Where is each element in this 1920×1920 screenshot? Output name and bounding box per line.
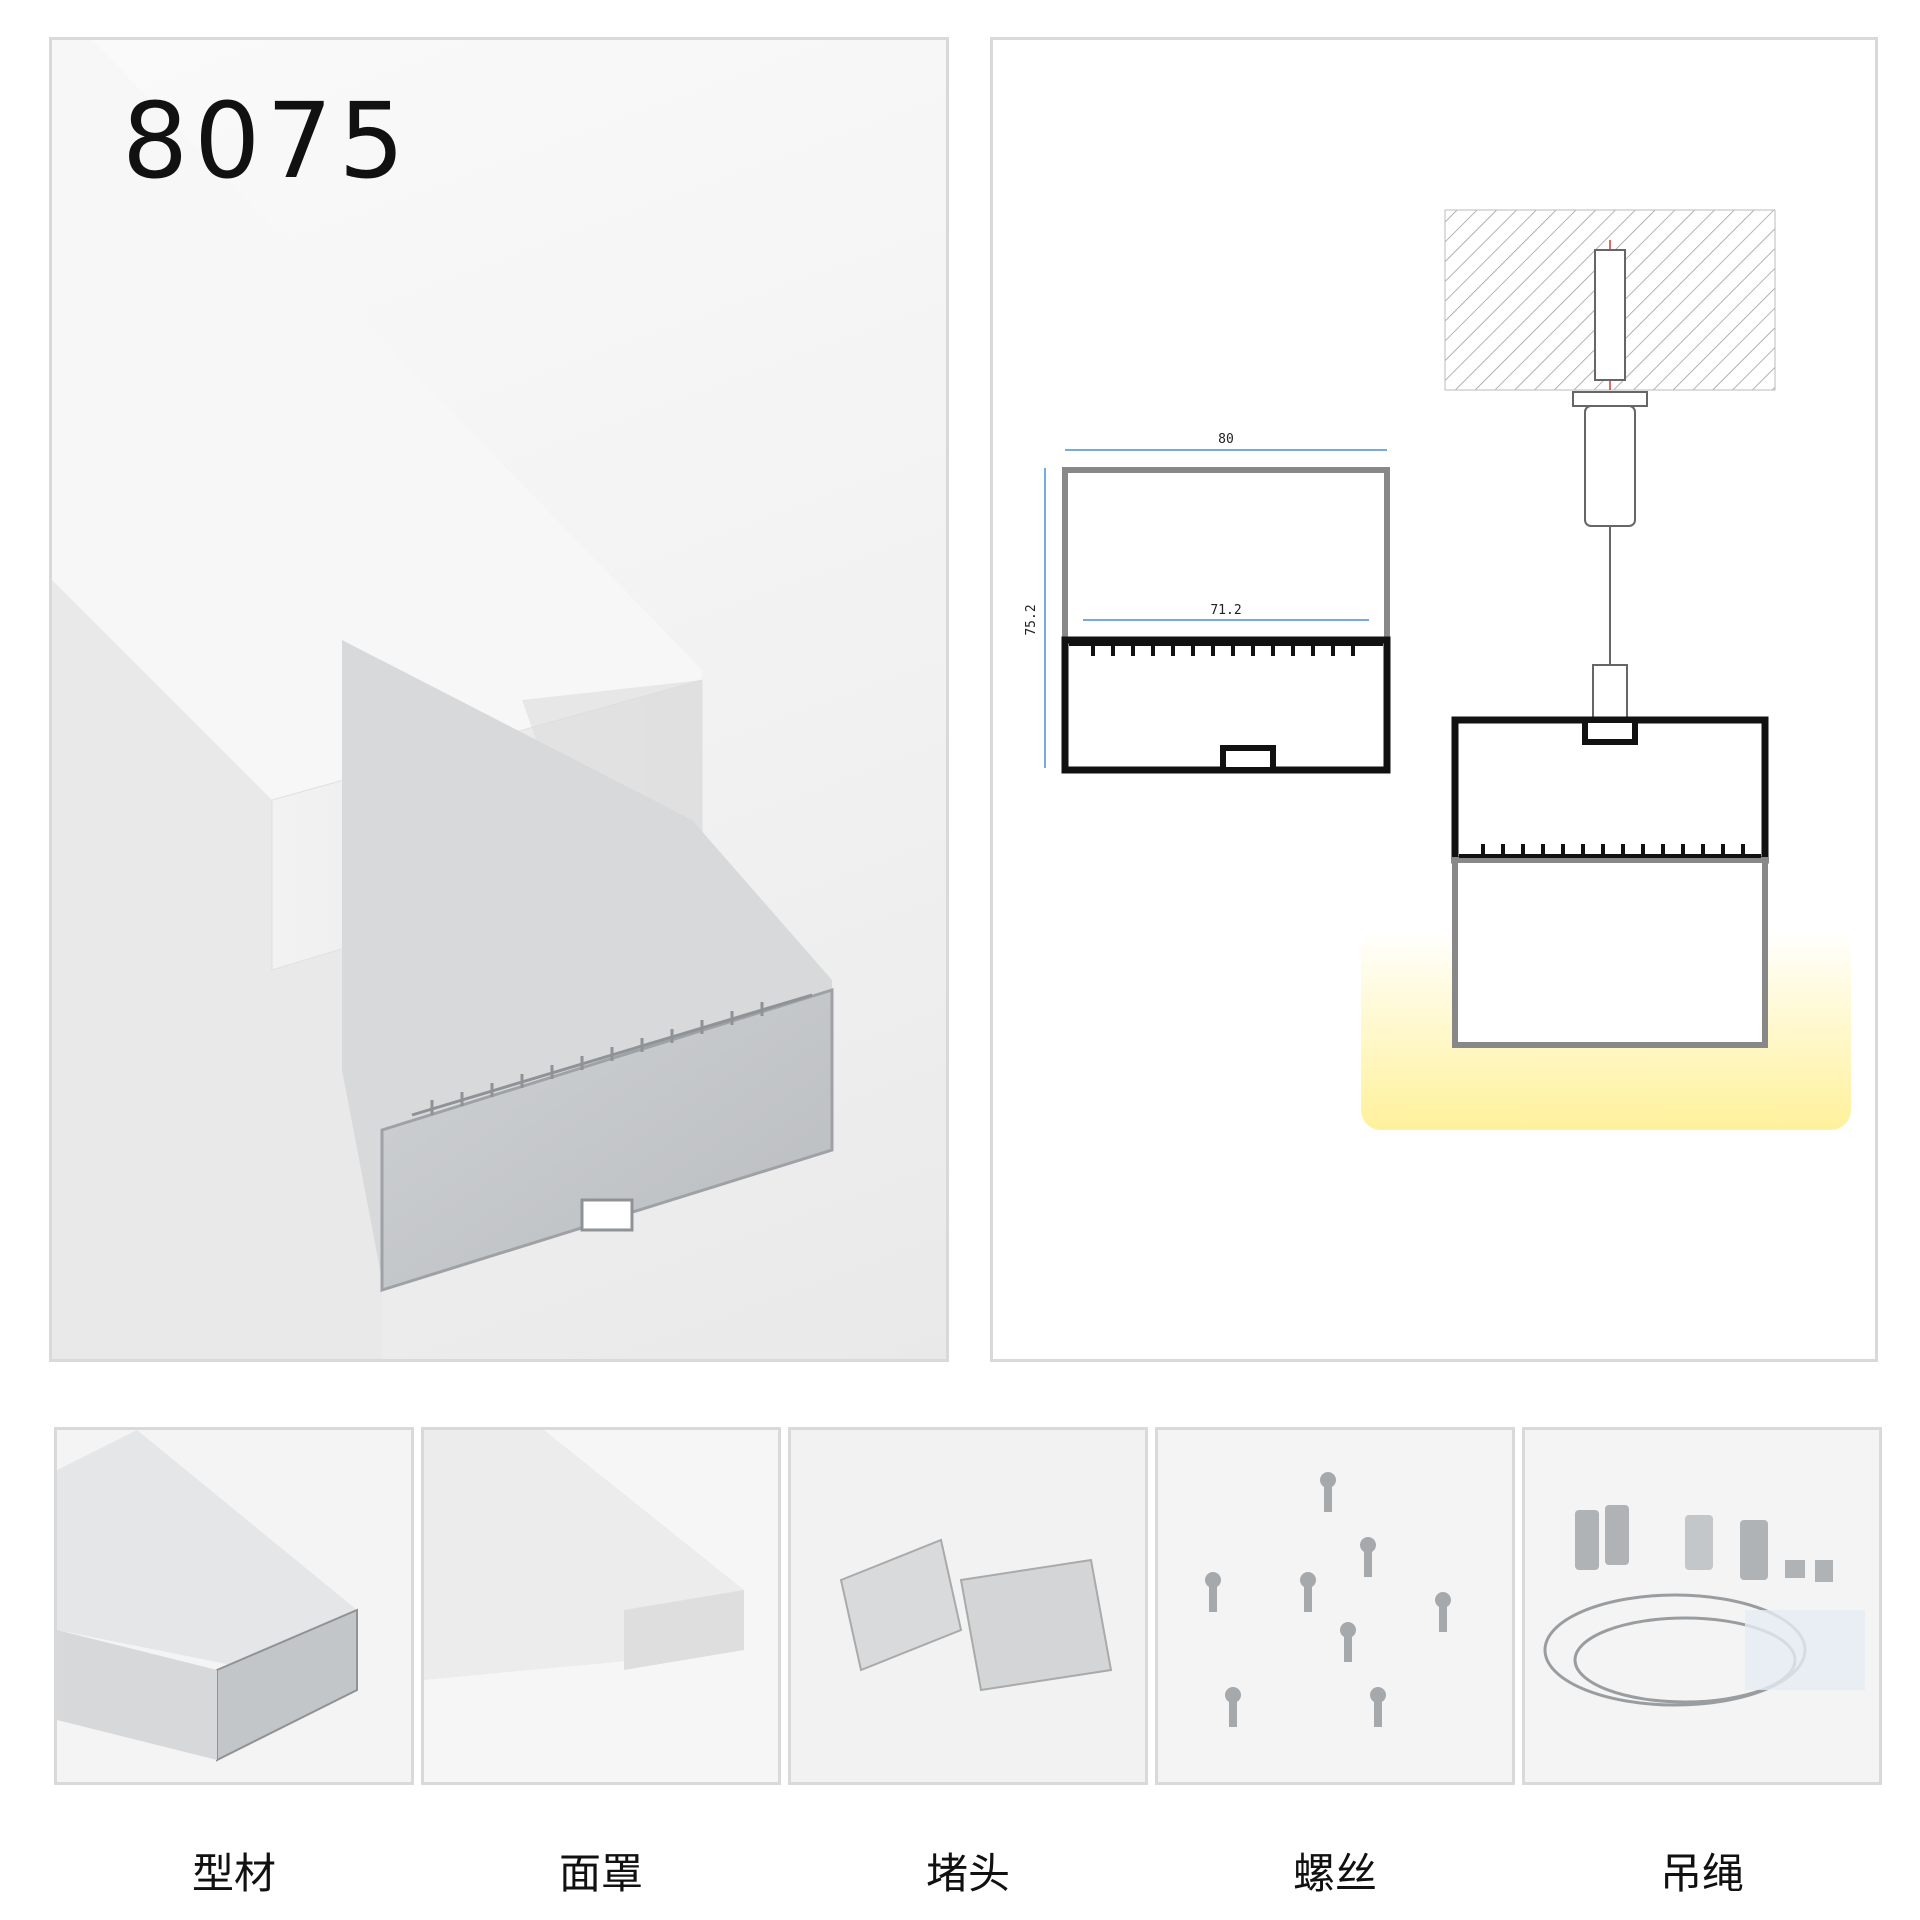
ceiling-cap	[1572, 391, 1648, 407]
product-photo-panel: 8075	[49, 37, 949, 1362]
thumb-end-cap	[788, 1427, 1148, 1785]
dimensioned-section: 80 75.2 71.2	[1024, 432, 1391, 774]
wire-gripper	[1584, 405, 1636, 527]
heat-sink-fins	[411, 993, 813, 1117]
lower-gripper	[1592, 664, 1628, 726]
channel-slot	[1220, 745, 1276, 773]
model-number: 8075	[122, 80, 411, 202]
anchor-plug	[1594, 249, 1626, 381]
channel-end-face	[380, 987, 834, 1293]
caption-suspension-wire: 吊绳	[1659, 1849, 1744, 1898]
mounting-illustration	[1361, 209, 1851, 1130]
mounted-cover	[1452, 857, 1768, 1048]
thumb-suspension-wire	[1522, 1427, 1882, 1785]
inner-width-dimension-text: 71.2	[1210, 603, 1241, 618]
cover-top-face	[52, 40, 702, 800]
thumb-cover	[421, 1427, 781, 1785]
thumb-profile	[54, 1427, 414, 1785]
fin-row	[1069, 642, 1383, 656]
mounted-fin-row	[1459, 844, 1761, 858]
caption-end-cap: 堵头	[925, 1849, 1010, 1898]
width-dimension-text: 80	[1218, 432, 1234, 447]
mounting-slot	[580, 1198, 634, 1232]
suspension-wire-thumbnail-image	[1525, 1430, 1879, 1782]
caption-cover: 面罩	[558, 1849, 643, 1898]
end-cap-thumbnail-image	[791, 1430, 1145, 1782]
thumb-screws	[1155, 1427, 1515, 1785]
cross-section-drawing: 80 75.2 71.2	[1024, 209, 1851, 1130]
height-dimension-text: 75.2	[1024, 604, 1039, 635]
profile-render	[52, 40, 834, 1359]
technical-drawing-panel: 80 75.2 71.2	[990, 37, 1878, 1362]
caption-screws: 螺丝	[1292, 1849, 1377, 1898]
screws-thumbnail-image	[1158, 1430, 1512, 1782]
profile-thumbnail-image	[57, 1430, 411, 1782]
caption-profile: 型材	[191, 1849, 276, 1898]
cover-thumbnail-image	[424, 1430, 778, 1782]
mounted-channel-slot	[1582, 717, 1638, 745]
